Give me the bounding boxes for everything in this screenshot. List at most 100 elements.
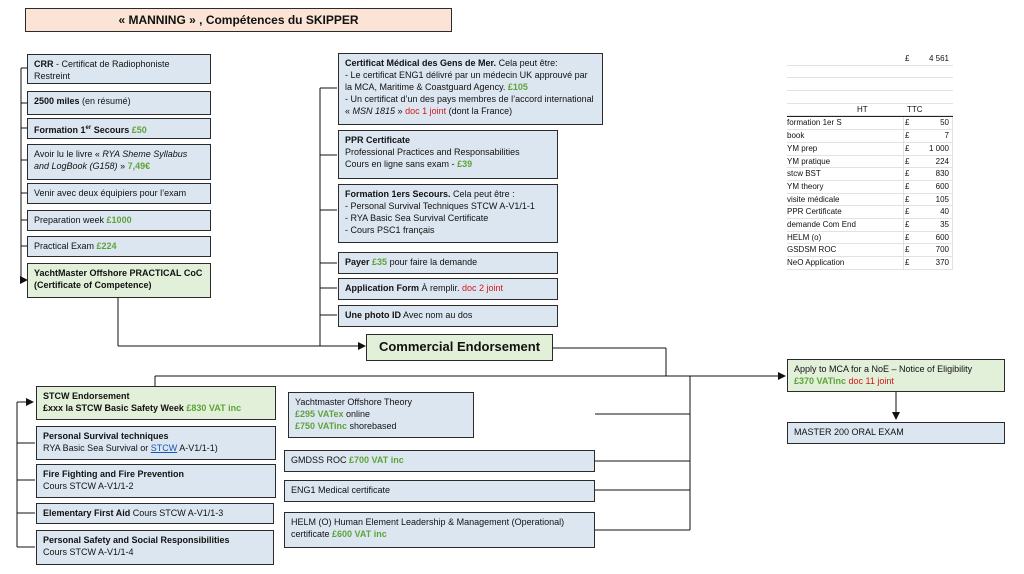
apply-box: Apply to MCA for a NoE – Notice of Eligi…: [787, 359, 1005, 392]
spreadsheet-row: formation 1er S£50: [787, 116, 953, 131]
crew-text: Venir avec deux équipiers pour l’exam: [34, 188, 187, 198]
app-form-text: À remplir.: [419, 283, 463, 293]
theory-price2: £750 VATinc: [295, 421, 348, 431]
row-currency: £: [905, 232, 910, 242]
app-form-doc: doc 2 joint: [462, 283, 504, 293]
formation-box: Formation 1ers Secours. Cela peut être :…: [338, 184, 558, 243]
oral-exam-text: MASTER 200 ORAL EXAM: [794, 427, 904, 437]
oral-exam-box: MASTER 200 ORAL EXAM: [787, 422, 1005, 444]
row-value: 105: [935, 194, 949, 204]
prep-text: Preparation week: [34, 215, 107, 225]
spreadsheet-row: GSDSM ROC£700: [787, 244, 953, 257]
helm-text: HELM (O) Human Element Leadership & Mana…: [291, 517, 565, 539]
row-currency: £: [905, 194, 910, 204]
pssr-box: Personal Safety and Social Responsibilit…: [36, 530, 274, 565]
spreadsheet-row: visite médicale £105: [787, 193, 953, 207]
fire-bold: Fire Fighting and Fire Prevention: [43, 469, 185, 479]
spreadsheet-row: PPR Certificate £40: [787, 206, 953, 219]
medical-bold: Certificat Médical des Gens de Mer.: [345, 58, 497, 68]
app-form-bold: Application Form: [345, 283, 419, 293]
helm-price: £600 VAT inc: [332, 529, 387, 539]
ppr-box: PPR Certificate Professional Practices a…: [338, 130, 558, 179]
theory-price1: £295 VATex: [295, 409, 344, 419]
row-label: book: [787, 131, 805, 141]
book-title: RYA Sheme Syllabus and LogBook (G158): [34, 149, 188, 171]
medical-line3c: (dont la France): [446, 106, 513, 116]
row-label: HELM (o): [787, 232, 822, 242]
coc-box: YachtMaster Offshore PRACTICAL CoC (Cert…: [27, 263, 211, 298]
row-value: 830: [935, 169, 949, 179]
medical-line3a: - Un certificat d’un des pays membres de…: [345, 94, 594, 116]
prep-price: £1000: [106, 215, 132, 225]
stcw-line2: £xxx la STCW Basic Safety Week: [43, 403, 187, 413]
medical-price: £105: [507, 82, 528, 92]
medical-msn: MSN 1815: [352, 106, 396, 116]
crr-box: CRR - Certificat de Radiophoniste Restre…: [27, 54, 211, 84]
book-text2: »: [117, 161, 128, 171]
first-aid-price: £50: [131, 125, 147, 135]
medical-doc: doc 1 joint: [405, 106, 447, 116]
medical-line2: - Le certificat ENG1 délivré par un méde…: [345, 70, 588, 92]
row-value: 700: [935, 245, 949, 255]
gmdss-text: GMDSS ROC: [291, 455, 350, 465]
row-label: YM theory: [787, 181, 824, 191]
spreadsheet-row: stcw BST £830: [787, 168, 953, 181]
payer-box: Payer £35 pour faire la demande: [338, 252, 558, 274]
coc-text: YachtMaster Offshore PRACTICAL CoC (Cert…: [34, 268, 203, 290]
apply-price: £370 VATinc: [794, 376, 847, 386]
first-aid-sup: er: [85, 125, 92, 131]
row-label: GSDSM ROC: [787, 245, 837, 255]
row-value: 370: [935, 258, 949, 267]
header-ttc: TTC: [907, 104, 923, 114]
row-label: YM pratique: [787, 156, 831, 166]
eng1-box: ENG1 Medical certificate: [284, 480, 595, 502]
row-label: stcw BST: [787, 169, 821, 179]
row-label: YM prep: [787, 143, 818, 153]
eng1-text: ENG1 Medical certificate: [291, 485, 391, 495]
header-ht: HT: [857, 104, 868, 114]
empty-row: [787, 91, 953, 104]
total-row: £ 4 561: [787, 53, 953, 66]
row-label: visite médicale: [787, 194, 840, 204]
row-currency: £: [905, 207, 910, 217]
crew-box: Venir avec deux équipiers pour l’exam: [27, 183, 211, 204]
spreadsheet-row: YM prep £1 000: [787, 142, 953, 156]
row-value: 35: [940, 219, 949, 229]
row-currency: £: [905, 156, 910, 166]
efa-text: Cours STCW A-V1/1-3: [130, 508, 224, 518]
first-aid-bold2: Secours: [91, 125, 130, 135]
row-currency: £: [905, 169, 910, 179]
photo-text: Avec nom au dos: [401, 310, 473, 320]
practical-price: £224: [96, 241, 117, 251]
stcw-link[interactable]: STCW: [150, 443, 178, 453]
miles-bold: 2500 miles: [34, 96, 80, 106]
spreadsheet-row: HELM (o)£600: [787, 231, 953, 245]
theory-text2: shorebased: [347, 421, 397, 431]
ppr-price: £39: [457, 159, 473, 169]
prep-box: Preparation week £1000: [27, 210, 211, 231]
medical-box: Certificat Médical des Gens de Mer. Cela…: [338, 53, 603, 125]
pst-text1: RYA Basic Sea Survival or: [43, 443, 151, 453]
helm-box: HELM (O) Human Element Leadership & Mana…: [284, 512, 595, 548]
row-value: 7: [944, 131, 949, 141]
payer-bold: Payer: [345, 257, 370, 267]
row-currency: £: [905, 143, 910, 153]
row-value: 1 000: [928, 143, 949, 153]
row-currency: £: [905, 219, 910, 229]
formation-bold: Formation 1ers Secours.: [345, 189, 451, 199]
efa-bold: Elementary First Aid: [43, 508, 131, 518]
formation-item-3: - Cours PSC1 français: [345, 225, 435, 235]
row-value: 50: [940, 118, 949, 128]
total-value: 4 561: [928, 54, 949, 63]
ppr-line2: Cours en ligne sans exam -: [345, 159, 458, 169]
page-title: « MANNING » , Compétences du SKIPPER: [25, 8, 452, 32]
stcw-price: £830 VAT inc: [186, 403, 242, 413]
row-value: 40: [940, 207, 949, 217]
row-label: PPR Certificate: [787, 207, 842, 217]
book-price: 7,49€: [127, 161, 151, 171]
header-row: HT TTC: [787, 104, 953, 117]
ppr-line1: Professional Practices and Responsabilit…: [345, 147, 520, 157]
fire-text: Cours STCW A-V1/1-2: [43, 481, 134, 491]
